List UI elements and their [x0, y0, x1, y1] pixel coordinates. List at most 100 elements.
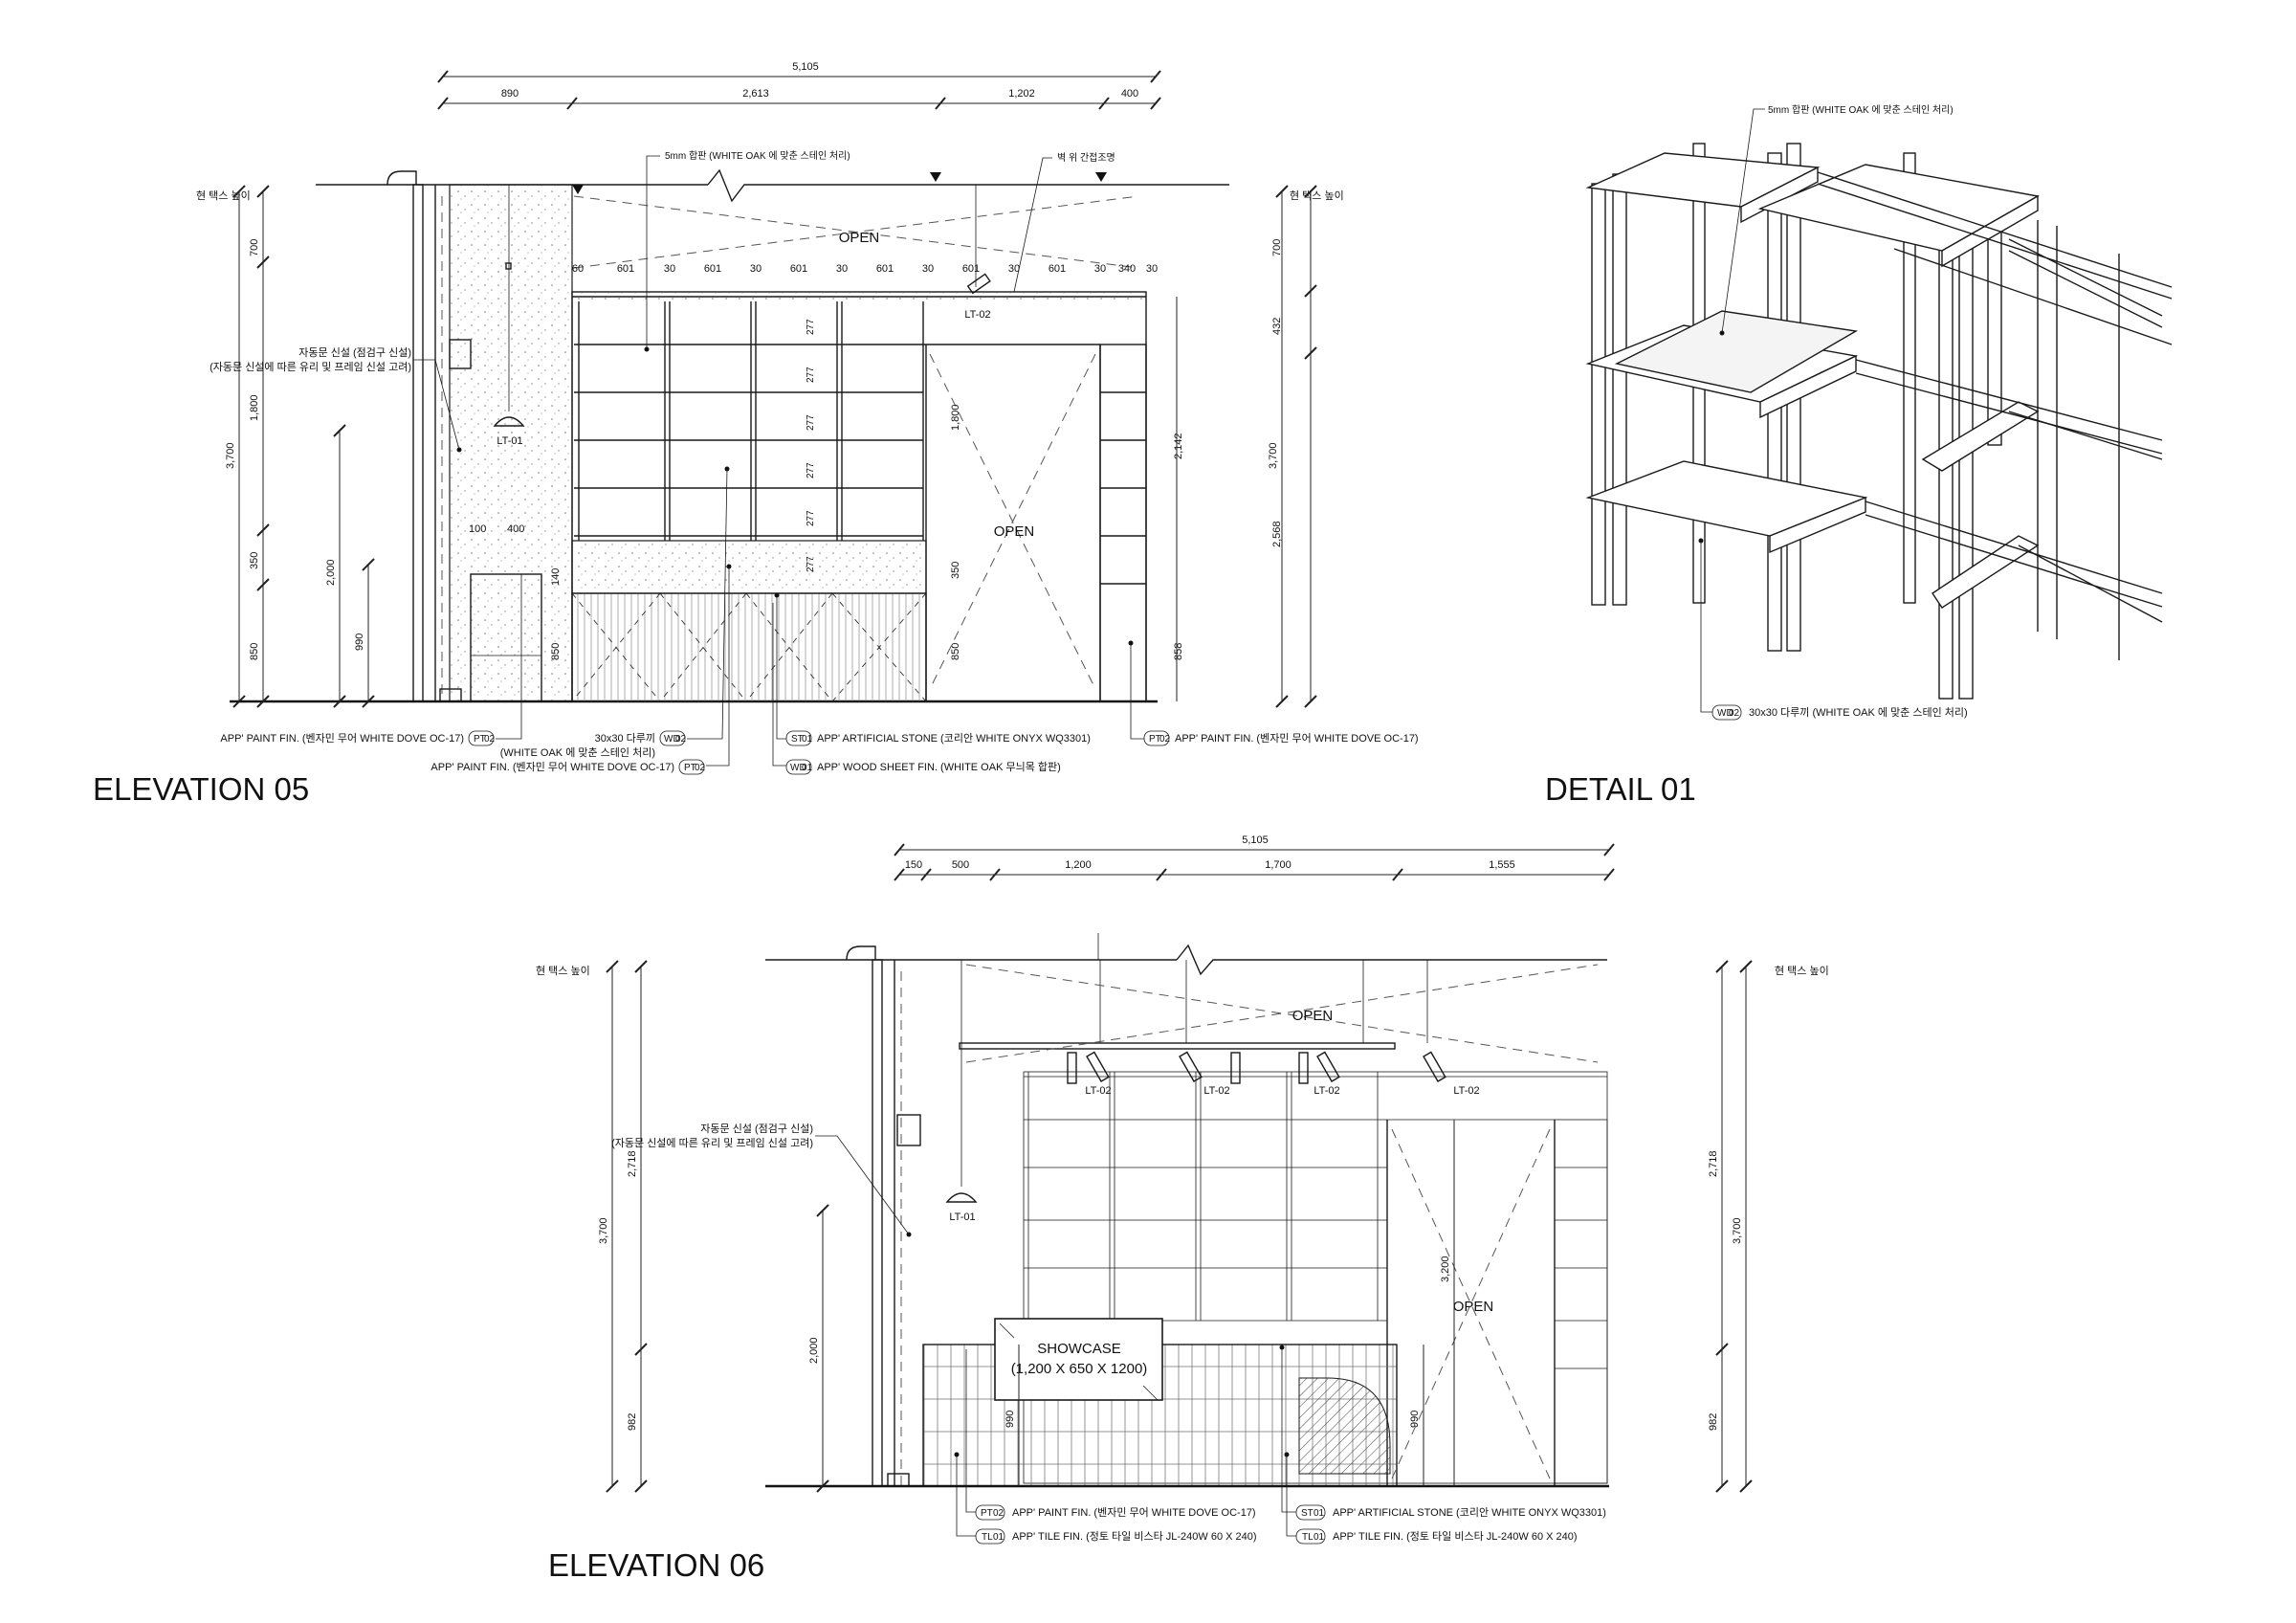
elev06-open-door-label: OPEN — [1453, 1299, 1494, 1315]
elev05-inner-dims: 1,800 350 850 2,142 858 — [950, 297, 1184, 701]
elev06-lt02-a: LT-02 — [1085, 1085, 1111, 1097]
elev06-pendant-lt01: LT-01 — [945, 960, 978, 1223]
elev05-ceiling-label-right: 현 택스 높이 — [1290, 189, 1344, 202]
shelf-dim: 601 — [1049, 263, 1066, 275]
left-dim: 2,000 — [808, 1337, 820, 1364]
shelf-dim: 601 — [876, 263, 894, 275]
elev05-finish-notes: APP' PAINT FIN. (벤자민 무어 WHITE DOVE OC-17… — [220, 466, 1419, 775]
right-dim: 3,700 — [1732, 1217, 1743, 1244]
elev05-lt01-label: LT-01 — [497, 435, 522, 447]
left-dim: 3,700 — [225, 442, 236, 469]
elev06-finish-notes: PT 02 APP' PAINT FIN. (벤자민 무어 WHITE DOVE… — [954, 1345, 1606, 1545]
right-dim: 700 — [1271, 239, 1283, 256]
elev06-ceiling-label: 현 택스 높이 — [536, 965, 590, 977]
elev06-left-dims: 3,700 2,718 982 2,000 — [598, 960, 829, 1493]
right-dim: 432 — [1271, 318, 1283, 335]
shelf-v-dim: 277 — [806, 414, 816, 431]
elev05-lt02-label: LT-02 — [964, 309, 990, 321]
shelf-dim: 60 — [572, 263, 584, 275]
elev05-note-pt02-b: APP' PAINT FIN. (벤자민 무어 WHITE DOVE OC-17… — [430, 761, 674, 773]
inner-dim: 990 — [1004, 1411, 1016, 1428]
elev05-note-5mm: 5mm 합판 (WHITE OAK 에 맞춘 스테인 처리) — [665, 150, 850, 162]
elev06-showcase-size: (1,200 X 650 X 1200) — [1011, 1361, 1148, 1377]
elev05-dim-3: 1,202 — [1008, 88, 1035, 100]
elevation-05: 5,105 890 2,613 1,202 400 현 택스 높이 현 택스 높… — [93, 61, 1419, 807]
inner-dim: 990 — [1409, 1411, 1421, 1428]
left-dim: 1,800 — [249, 394, 260, 421]
note-num: 02 — [484, 734, 496, 745]
elev06-lt01-label: LT-01 — [949, 1212, 975, 1223]
inner-dim: 350 — [950, 562, 961, 579]
shelf-v-dim: 277 — [806, 367, 816, 383]
elev05-door-note-2: (자동문 신설에 따른 유리 및 프레임 신설 고려) — [210, 361, 411, 373]
shelf-dim: 30 — [836, 263, 848, 275]
elev06-door-note-2: (자동문 신설에 따른 유리 및 프레임 신설 고려) — [611, 1137, 813, 1149]
elev06-note-pt02: APP' PAINT FIN. (벤자민 무어 WHITE DOVE OC-17… — [1012, 1506, 1256, 1519]
left-dim: 990 — [354, 634, 365, 651]
elev06-lt02-d: LT-02 — [1453, 1085, 1479, 1097]
elev05-shelving — [571, 291, 1147, 702]
left-dim: 3,700 — [598, 1217, 609, 1244]
right-dim: 2,568 — [1271, 521, 1283, 547]
elev06-inner-dims: 990 990 3,200 — [1004, 1120, 1455, 1486]
note-num: 02 — [695, 763, 706, 773]
note-tag: ST — [1301, 1508, 1314, 1519]
detail-01: 5mm 합판 (WHITE OAK 에 맞춘 스테인 처리) WD 02 30x… — [1545, 104, 2173, 807]
elev05-small-dim-400: 400 — [507, 523, 524, 535]
elev05-note-pt02-a: APP' PAINT FIN. (벤자민 무어 WHITE DOVE OC-17… — [220, 732, 464, 745]
shelf-dim: 30 — [1146, 263, 1158, 275]
elev05-shelf-vertical-dims: 277 277 277 277 277 277 — [806, 319, 816, 572]
elev06-lt02-c: LT-02 — [1314, 1085, 1339, 1097]
elev05-left-dims: 700 1,800 350 850 3,700 2,000 990 140 85… — [225, 185, 562, 708]
detail01-note-top: 5mm 합판 (WHITE OAK 에 맞춘 스테인 처리) — [1768, 104, 1954, 116]
elev05-wall-section — [386, 170, 417, 186]
small-dim: 850 — [550, 643, 562, 660]
elev05-note-wd01: APP' WOOD SHEET FIN. (WHITE OAK 무늬목 합판) — [817, 761, 1061, 773]
elev05-small-dim-100: 100 — [469, 523, 486, 535]
note-tag: TL — [982, 1532, 993, 1543]
shelf-dim: 340 — [1118, 263, 1136, 275]
left-dim: 2,000 — [325, 559, 337, 586]
elev06-dim-1: 150 — [905, 859, 922, 871]
left-dim: 850 — [249, 643, 260, 660]
elev05-open-door-label: OPEN — [994, 523, 1035, 540]
elev06-right-dims: 3,700 2,718 982 — [1708, 960, 1753, 1493]
note-num: 02 — [1159, 734, 1171, 745]
elev05-shelf-dims: 60 601 30 601 30 601 30 601 30 601 30 60… — [572, 263, 1158, 275]
shelf-dim: 601 — [704, 263, 721, 275]
elev06-title: ELEVATION 06 — [548, 1547, 764, 1583]
elev06-note-tl01-a: APP' TILE FIN. (정토 타일 비스타 JL-240W 60 X 2… — [1012, 1529, 1257, 1543]
note-num: 01 — [1314, 1508, 1325, 1519]
note-num: 01 — [802, 763, 813, 773]
elev05-note-light: 벽 위 간접조명 — [1057, 151, 1115, 164]
note-tag: PT — [981, 1508, 993, 1519]
note-tag: TL — [1302, 1532, 1314, 1543]
elev05-door-opening: OPEN — [925, 345, 1101, 701]
inner-dim: 850 — [950, 643, 961, 660]
elev06-top-dimensions: 5,105 150 500 1,200 1,700 1,555 — [894, 834, 1615, 881]
note-num: 02 — [993, 1508, 1004, 1519]
note-tag: WD — [1717, 708, 1733, 719]
left-dim: 350 — [249, 552, 260, 569]
shelf-dim: 30 — [1008, 263, 1020, 275]
note-tag: ST — [791, 734, 804, 745]
elev05-dim-total: 5,105 — [792, 61, 819, 73]
note-tag: PT — [1149, 734, 1161, 745]
shelf-dim: 30 — [664, 263, 675, 275]
elev05-right-dims: 3,700 700 432 2,568 — [1268, 185, 1317, 708]
right-dim: 2,718 — [1708, 1150, 1719, 1177]
inner-dim: 2,142 — [1173, 433, 1184, 459]
elev05-note-st01: APP' ARTIFICIAL STONE (코리안 WHITE ONYX WQ… — [817, 732, 1091, 745]
shelf-v-dim: 277 — [806, 556, 816, 572]
shelf-dim: 30 — [922, 263, 934, 275]
elevation-06: 5,105 150 500 1,200 1,700 1,555 현 택스 높이 … — [536, 834, 1829, 1583]
note-num: 01 — [1314, 1532, 1325, 1543]
elev06-showcase — [994, 1318, 1163, 1401]
shelf-v-dim: 277 — [806, 319, 816, 335]
elev06-door-note-1: 자동문 신설 (점검구 신설) — [700, 1123, 813, 1135]
left-dim: 700 — [249, 239, 260, 256]
elev05-lt02: LT-02 — [964, 185, 991, 321]
elev05-top-dimensions: 5,105 890 2,613 1,202 400 — [437, 61, 1161, 110]
elev05-door-note-1: 자동문 신설 (점검구 신설) — [298, 346, 411, 359]
left-dim: 982 — [627, 1413, 638, 1431]
